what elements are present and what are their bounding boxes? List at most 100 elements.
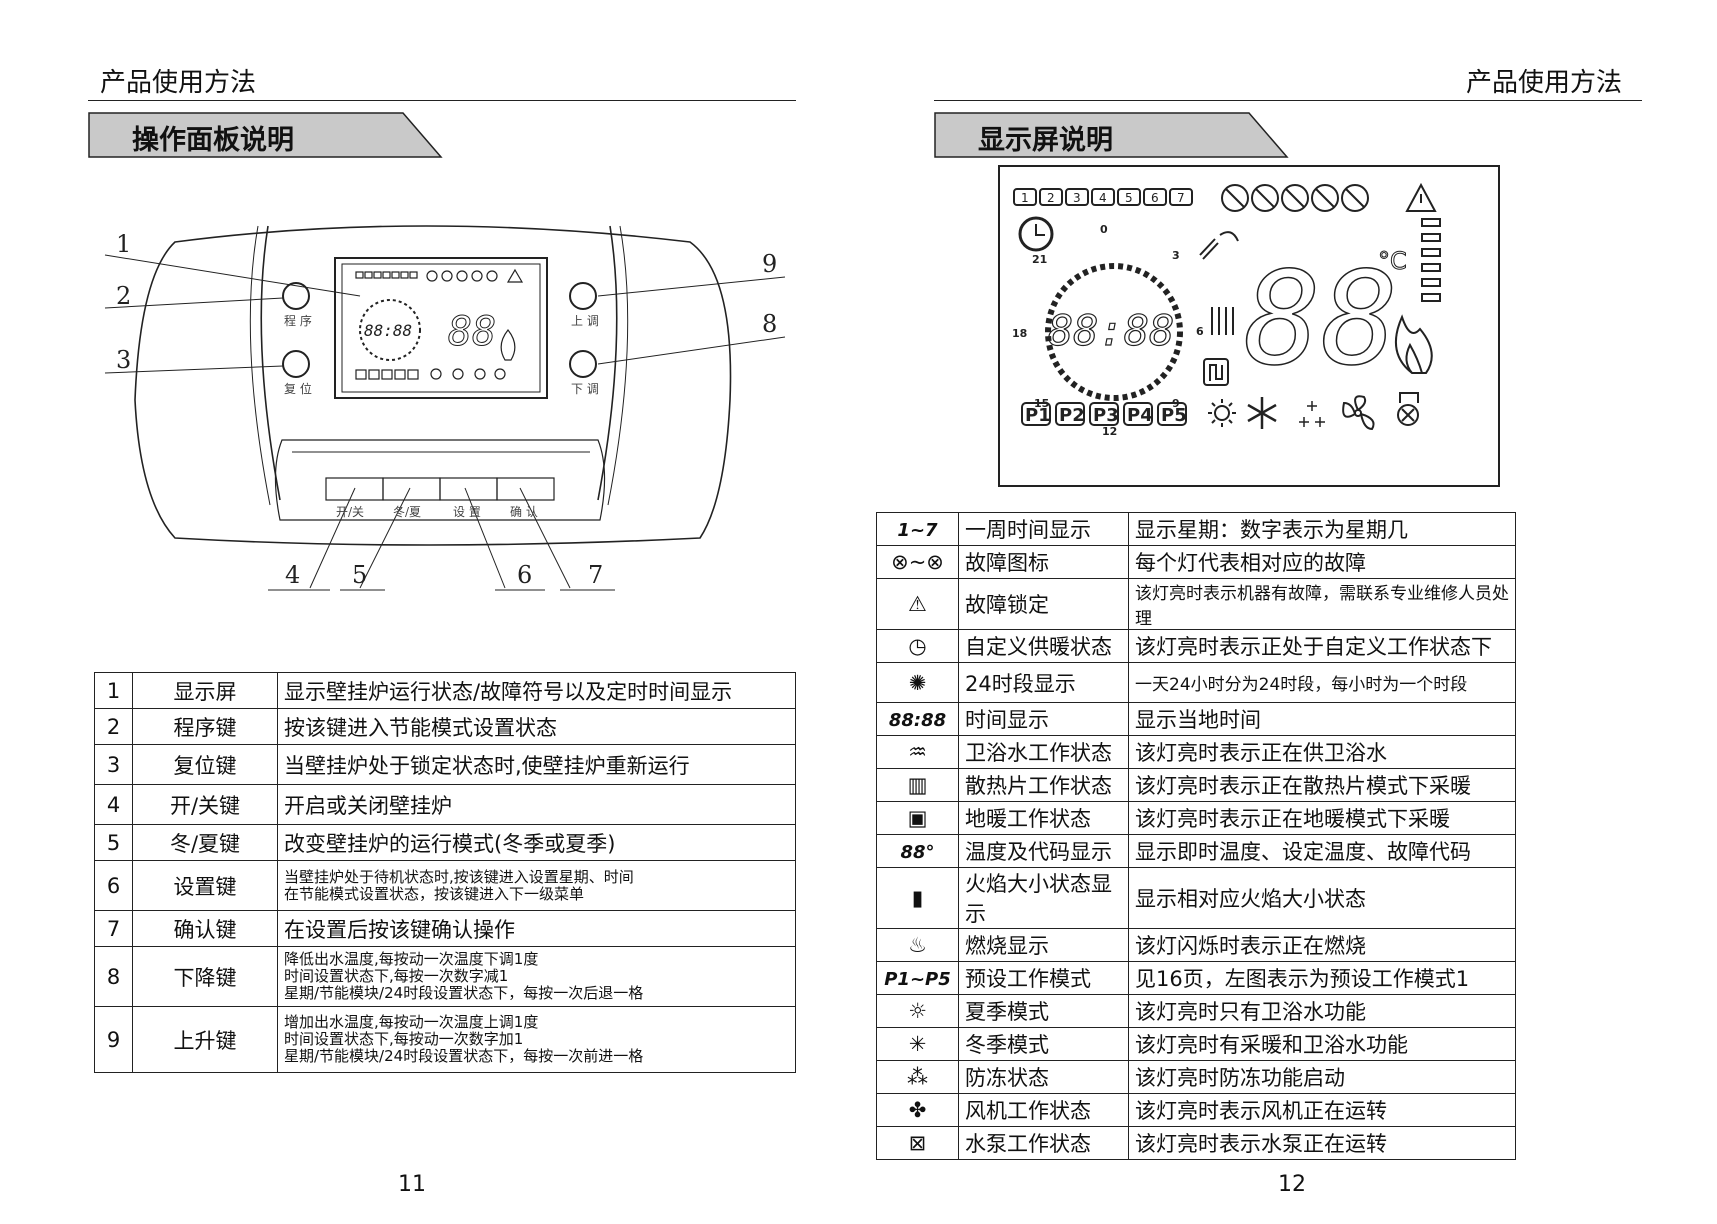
item-description: 该灯亮时有采暖和卫浴水功能 [1128, 1027, 1516, 1061]
control-panel-diagram: 88:88 88 [104, 225, 786, 591]
lcd-day-box [1117, 188, 1141, 206]
time-digits-icon: 88:88 [876, 702, 959, 736]
button-description: 在设置后按该键确认操作 [277, 910, 796, 947]
item-description: 显示当地时间 [1128, 702, 1516, 736]
table-row: ▥散热片工作状态该灯亮时表示正在散热片模式下采暖 [876, 768, 1516, 802]
row-number: 3 [94, 744, 133, 785]
svg-text:88: 88 [448, 309, 496, 355]
item-name: 地暖工作状态 [958, 801, 1129, 835]
lcd-preset-label: P3 [1093, 405, 1119, 426]
callout-8: 8 [762, 310, 777, 338]
item-description: 该灯亮时表示正在散热片模式下采暖 [1128, 768, 1516, 802]
button-description: 当壁挂炉处于锁定状态时,使壁挂炉重新运行 [277, 744, 796, 785]
table-row: ▣地暖工作状态该灯亮时表示正在地暖模式下采暖 [876, 801, 1516, 835]
item-description: 该灯亮时只有卫浴水功能 [1128, 994, 1516, 1028]
description-line: 时间设置状态下,每按一次数字减1 [284, 967, 509, 985]
day-range-icon: 1~7 [876, 512, 959, 546]
lcd-antifreeze-icon [1299, 401, 1325, 427]
item-description: 该灯亮时表示机器有故障，需联系专业维修人员处理 [1128, 578, 1516, 630]
lcd-dial-number: 12 [1102, 425, 1117, 438]
lcd-day-number: 5 [1125, 191, 1133, 205]
table-row: ✳冬季模式该灯亮时有采暖和卫浴水功能 [876, 1027, 1516, 1061]
table-row: ⊠水泵工作状态该灯亮时表示水泵正在运转 [876, 1126, 1516, 1160]
callout-5: 5 [352, 561, 367, 589]
lcd-dial-number: 6 [1196, 325, 1204, 338]
item-name: 一周时间显示 [958, 512, 1129, 546]
lcd-preset-label: P4 [1127, 405, 1153, 426]
lcd-dial-number: 21 [1032, 253, 1047, 266]
button-name: 复位键 [132, 744, 278, 785]
reset-button-label: 复 位 [284, 381, 312, 396]
item-name: 时间显示 [958, 702, 1129, 736]
header-rule [88, 100, 796, 101]
button-description: 按该键进入节能模式设置状态 [277, 708, 796, 745]
callout-3: 3 [116, 346, 131, 374]
item-name: 24时段显示 [958, 662, 1129, 703]
lcd-floor-heating-icon [1203, 358, 1229, 386]
button-description: 当壁挂炉处于待机状态时,按该键进入设置星期、时间在节能模式设置状态，按该键进入下… [277, 860, 796, 911]
lcd-preset-box [1157, 402, 1187, 426]
description-line: 当壁挂炉处于锁定状态时,使壁挂炉重新运行 [284, 753, 690, 778]
dial-icon: ✺ [876, 662, 959, 703]
item-description: 该灯亮时表示正在地暖模式下采暖 [1128, 801, 1516, 835]
lcd-celsius-unit: °C [1378, 247, 1407, 275]
lcd-preset-box [1123, 402, 1153, 426]
button-name: 下降键 [132, 946, 278, 1007]
lcd-day-number: 6 [1151, 191, 1159, 205]
lcd-dial-number: 3 [1172, 249, 1180, 262]
pump-icon: ⊠ [876, 1126, 959, 1160]
section-title: 操作面板说明 [132, 125, 294, 156]
lcd-day-number: 1 [1021, 191, 1029, 205]
flame-level-icon: ▮ [876, 867, 959, 929]
item-description: 该灯亮时表示正处于自定义工作状态下 [1128, 629, 1516, 663]
clock-icon: ◷ [876, 629, 959, 663]
lcd-preset-label: P1 [1025, 405, 1051, 426]
icon-text: 88:88 [888, 710, 947, 731]
description-line: 改变壁挂炉的运行模式(冬季或夏季) [284, 831, 616, 856]
item-name: 风机工作状态 [958, 1093, 1129, 1127]
setting-button-label: 设 置 [453, 505, 481, 519]
lcd-dial-number: 18 [1012, 327, 1027, 340]
description-line: 时间设置状态下,每按动一次数字加1 [284, 1030, 524, 1048]
fan-icon: ✤ [876, 1093, 959, 1127]
down-button-label: 下 调 [571, 382, 599, 396]
row-number: 8 [94, 946, 133, 1007]
section-tab: 操作面板说明 [88, 112, 448, 158]
row-number: 9 [94, 1006, 133, 1073]
button-name: 冬/夏键 [132, 824, 278, 861]
lcd-day-number: 7 [1177, 191, 1185, 205]
item-description: 每个灯代表相对应的故障 [1128, 545, 1516, 579]
page-header: 产品使用方法 [1466, 68, 1623, 98]
lcd-day-box [1143, 188, 1167, 206]
lcd-preset-label: P2 [1059, 405, 1085, 426]
button-name: 设置键 [132, 860, 278, 911]
description-line: 星期/节能模块/24时段设置状态下，每按一次后退一格 [284, 984, 644, 1002]
section-title: 显示屏说明 [978, 125, 1113, 156]
season-button-label: 冬/夏 [393, 504, 421, 519]
page-number: 11 [398, 1172, 426, 1197]
warning-icon: ⚠ [876, 578, 959, 630]
left-page: 产品使用方法 操作面板说明 88:88 88 [0, 0, 858, 1224]
floor-heating-icon: ▣ [876, 801, 959, 835]
item-name: 故障锁定 [958, 578, 1129, 630]
table-row: ☼夏季模式该灯亮时只有卫浴水功能 [876, 994, 1516, 1028]
radiator-icon: ▥ [876, 768, 959, 802]
description-line: 降低出水温度,每按动一次温度下调1度 [284, 950, 539, 968]
item-name: 燃烧显示 [958, 928, 1129, 962]
page-header: 产品使用方法 [100, 68, 257, 98]
power-button-label: 开/关 [336, 505, 364, 519]
lcd-dial-number: 0 [1100, 223, 1108, 236]
description-line: 在节能模式设置状态，按该键进入下一级菜单 [284, 884, 585, 903]
row-number: 2 [94, 708, 133, 745]
lcd-day-box [1169, 188, 1193, 206]
item-name: 防冻状态 [958, 1060, 1129, 1094]
antifreeze-icon: ⁂ [876, 1060, 959, 1094]
